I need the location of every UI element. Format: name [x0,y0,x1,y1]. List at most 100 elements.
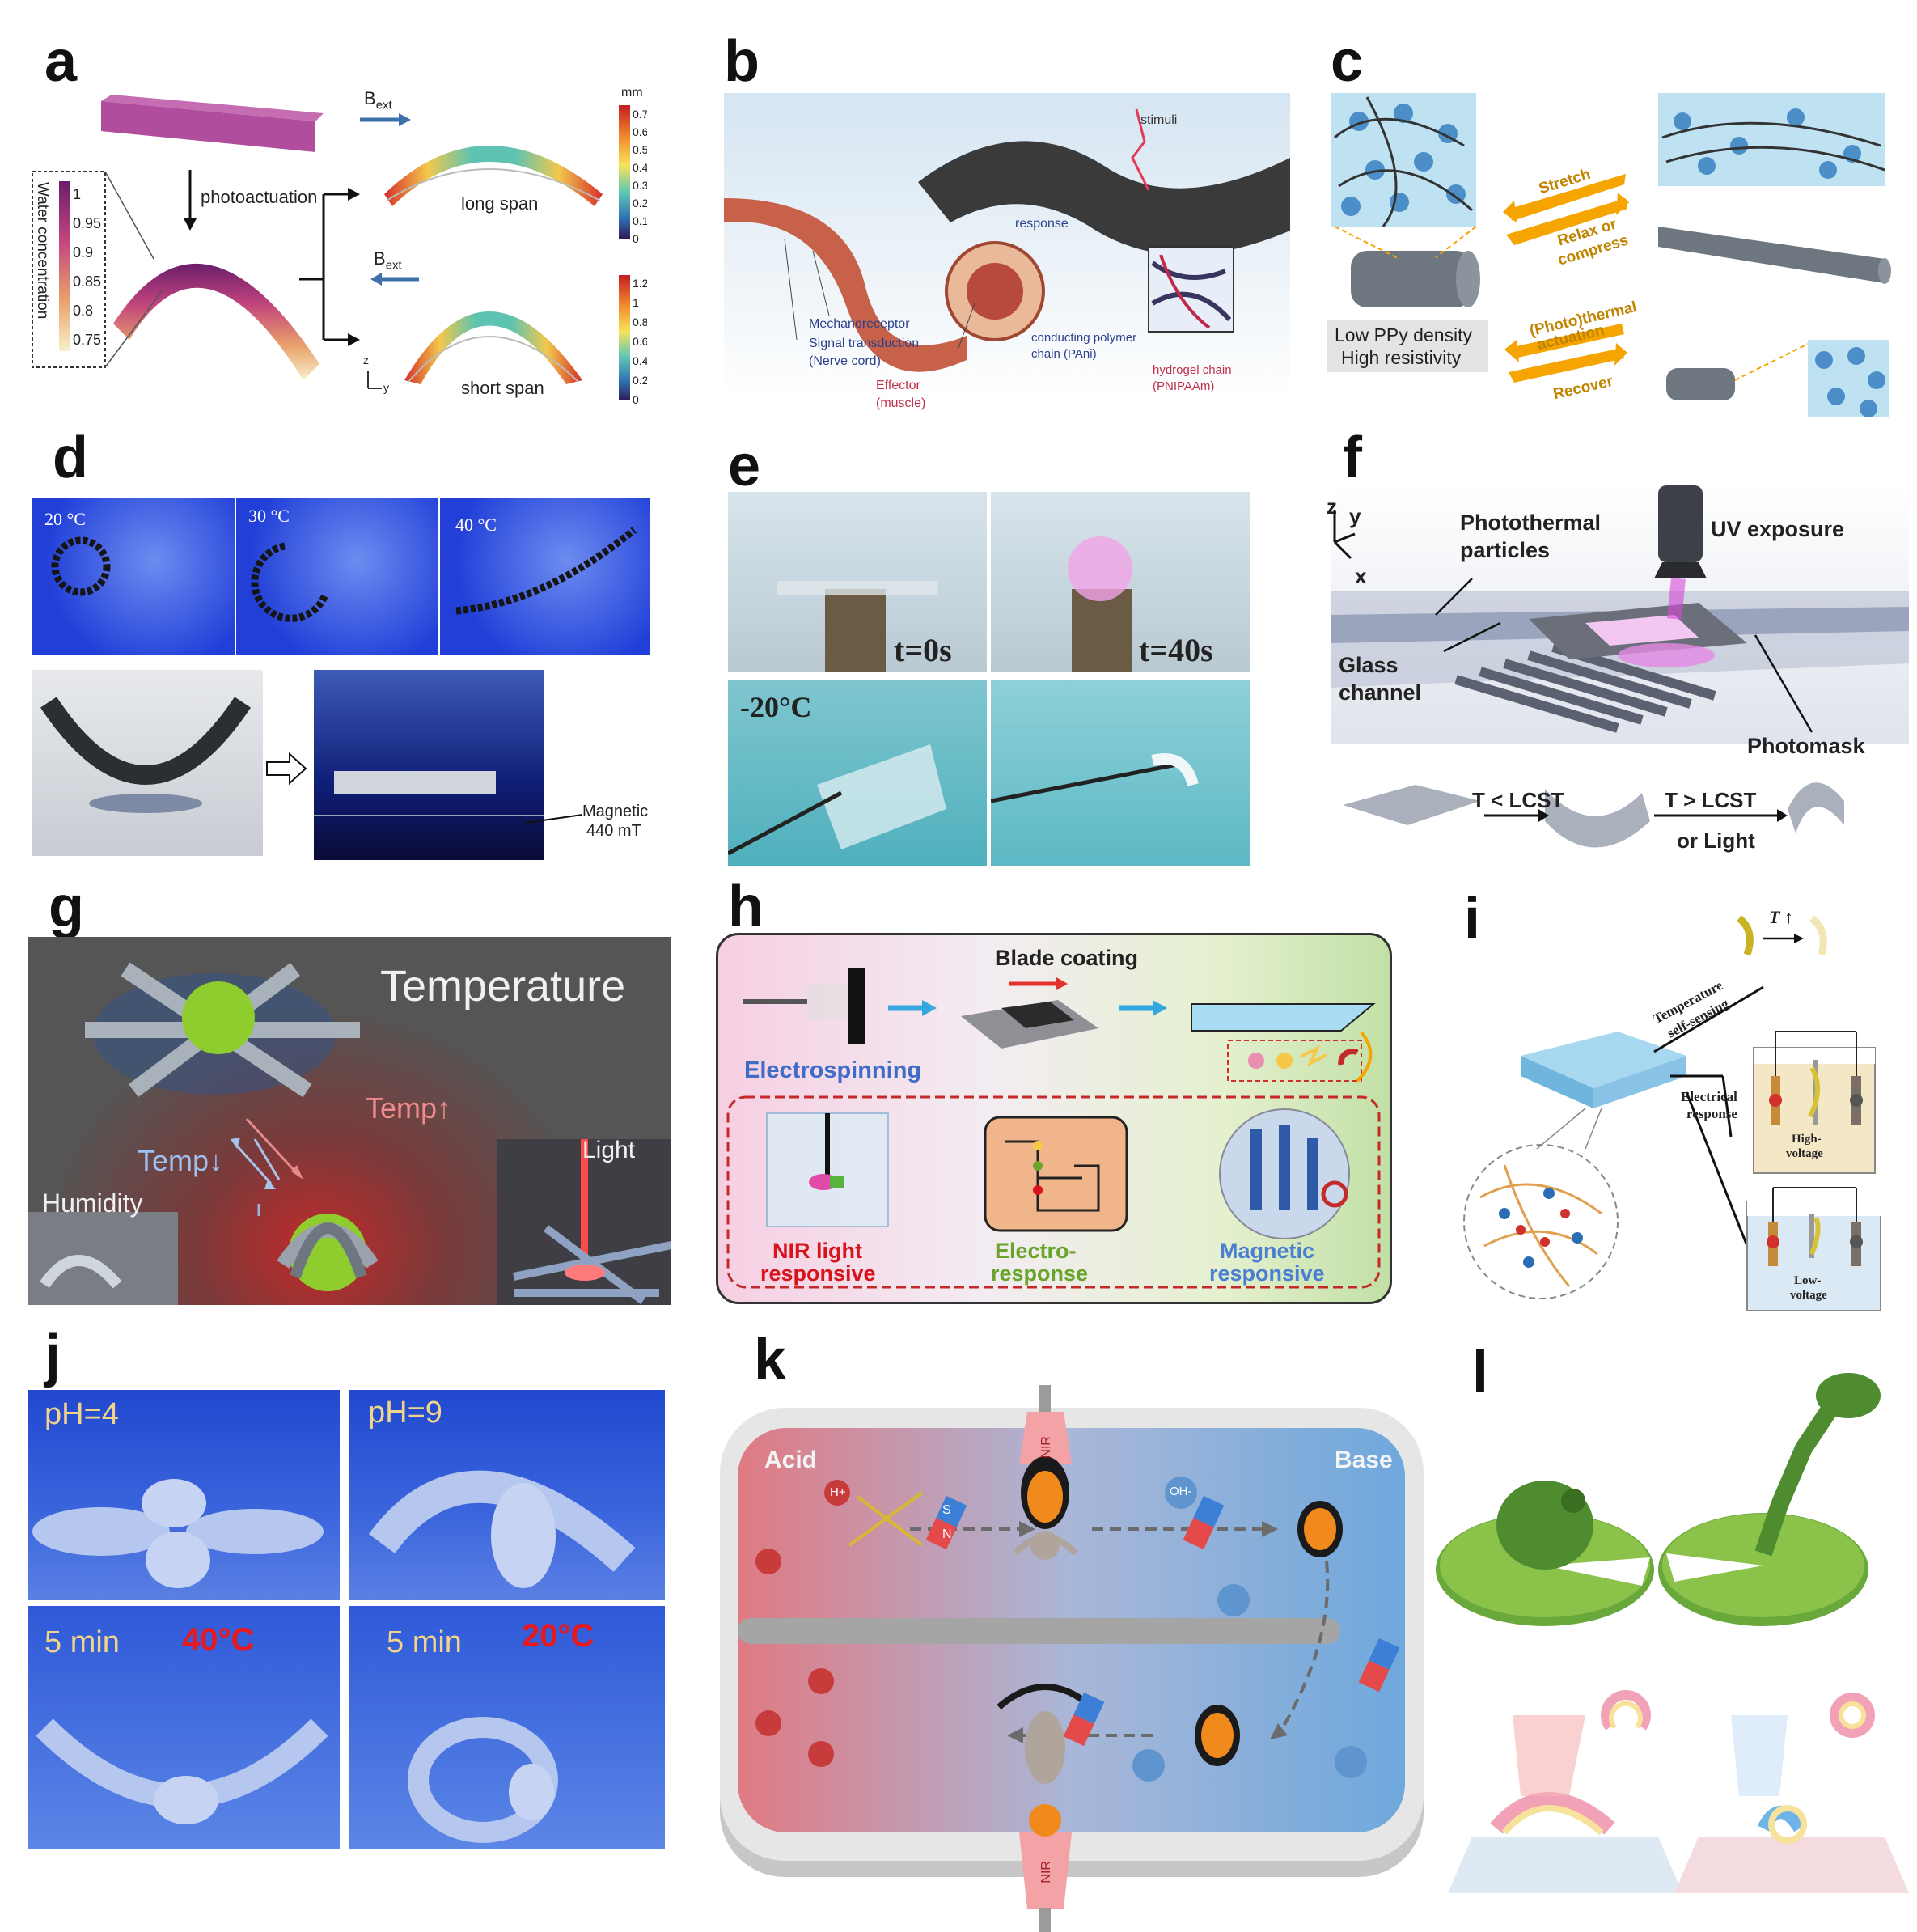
octopus-illustration [724,93,1290,400]
nir-label-1: NIR light [772,1239,862,1263]
photo-t40 [991,492,1250,672]
tick-label: 0.4 [633,161,647,174]
panel-label-h: h [728,875,764,939]
panel-c: c Low PPy density High resistivity Stret… [1302,0,1917,421]
panel-label-i: i [1464,887,1481,951]
t-up-label: T ↑ [1769,907,1793,927]
magnetic-label: Magnetic [582,803,649,820]
t40-label: t=40s [1139,632,1213,668]
temp-photo-40 [440,498,650,655]
tick-label: 0.2 [633,374,647,387]
cbar-left-title: Water concentration [34,182,51,320]
gripper-photo [32,670,263,856]
bent-gel [991,753,1199,803]
cbar-left-ticks: 1 0.95 0.9 0.85 0.8 0.75 [73,180,101,354]
nir-top-label: NIR [1039,1436,1053,1459]
magnet-s-label: S [942,1503,951,1517]
high-resistivity-label: High resistivity [1341,347,1462,368]
panel-h: h [712,874,1407,1311]
condition-below-lcst: T < LCST [1472,788,1564,812]
min-label-1: 5 min [44,1625,120,1659]
panel-k-graphic [720,1385,1424,1932]
magnet-photo [314,670,544,860]
panel-c-graphic [1327,93,1891,417]
tick-label: 0.8 [633,316,647,328]
temp-40c-label: 40°C [182,1622,255,1658]
stimuli-label: stimuli [1140,113,1178,127]
panel-label-b: b [724,29,760,94]
tick-label: 0.2 [633,197,647,210]
panel-f: f z y x Photothermal particles UV exposu… [1294,421,1917,874]
panel-e: e t=0s t=40s -20°C [712,421,1262,874]
panel-a: a [0,0,647,421]
bent-gel [368,1470,636,1588]
photo-frozen-flat [728,680,987,866]
electrospinning-label: Electrospinning [744,1057,922,1083]
tick-label: 0.75 [73,332,102,348]
tick-label: 0.6 [633,125,647,138]
panel-j: j pH=4 pH=9 5 min 5 min 40°C 20°C [0,1311,712,1932]
temp-down-label: Temp↓ [138,1145,223,1177]
temp-label-30: 30 °C [248,506,290,526]
acid-label: Acid [764,1447,818,1473]
tick-label: 0.4 [633,354,647,367]
conducting-label: conducting polymer [1031,331,1137,345]
low-voltage-1: Low- [1794,1274,1822,1287]
panel-label-k: k [754,1328,787,1392]
gel-sheet [728,744,946,856]
mechanoreceptor-label: Mechanoreceptor [809,317,910,331]
panel-b: b stimuli response Mechanoreceptor Signa… [712,0,1294,421]
uv-label: UV exposure [1711,517,1845,541]
tick-label: 0.1 [633,214,647,227]
humidity-label: Humidity [42,1188,143,1218]
ph9-label: pH=9 [368,1396,442,1430]
bext-symbol: B [374,248,386,269]
cbar-top-unit: mm [621,86,643,100]
temp-label-40: 40 °C [455,515,497,535]
panel-k: k [712,1311,1424,1932]
tentacle-graphic [724,108,1290,372]
tick-label: 0.3 [633,179,647,192]
gripper-drawing [28,962,671,1305]
panel-i: i [1407,874,1917,1311]
t0-label: t=0s [894,632,952,668]
axis-y-label: y [383,381,389,394]
photomask-label: Photomask [1747,734,1865,758]
nir-label-2: responsive [760,1261,876,1286]
looped-gel [408,1717,558,1843]
temp-20c-label: 20°C [522,1618,595,1654]
ring-shape [51,536,111,596]
temp-photo-30 [236,498,438,655]
minus20-label: -20°C [740,691,812,723]
tick-label: 0.9 [73,244,94,261]
base-label: Base [1335,1447,1393,1473]
response-label: response [1015,217,1069,231]
min-label-2: 5 min [387,1625,462,1659]
panel-label-a: a [44,29,78,94]
magnet-icons [925,1495,1400,1747]
ph4-label: pH=4 [44,1397,119,1431]
photo-ph9 [349,1390,665,1600]
effector-label: Effector [876,379,920,392]
photo-40c [28,1606,340,1849]
tick-label: 0.8 [73,303,94,319]
light-label: Light [582,1137,636,1163]
muscle-label: (muscle) [876,396,926,410]
panel-label-g: g [49,875,84,939]
tick-label: 0.5 [633,143,647,156]
tick-label: 0 [633,232,639,245]
workflow-graphic [726,968,1381,1289]
photo-20c [349,1606,665,1849]
temp-down-text: Temp [138,1144,209,1177]
photo-ph4 [28,1390,340,1600]
ring-shape [251,542,329,622]
glass-label-2: channel [1339,680,1422,705]
blade-coating-label: Blade coating [995,946,1139,970]
bext-label-top: Bext [364,88,392,112]
particles-label-1: Photothermal [1460,511,1602,535]
cbar-top-ticks: 0.7 0.6 0.5 0.4 0.3 0.2 0.1 0 [633,105,647,248]
temp-label-20: 20 °C [44,509,86,529]
electrical-label-1: Electrical [1681,1089,1737,1104]
long-span-label: long span [461,193,539,214]
h-plus-label: H+ [830,1485,846,1499]
